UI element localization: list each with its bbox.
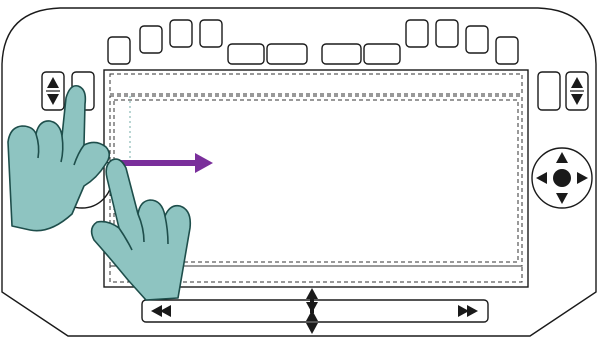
swipe-right-arrow (120, 153, 213, 173)
triangle-down-icon (47, 94, 59, 105)
screen-outer (103, 69, 529, 288)
rewind-icon[interactable] (151, 305, 171, 317)
bottom-bar (141, 288, 489, 334)
top-button[interactable] (139, 25, 163, 54)
top-button[interactable] (495, 36, 519, 65)
holding-hand-icon (7, 84, 111, 232)
fast-forward-icon[interactable] (458, 305, 478, 317)
swiping-hand-icon (90, 158, 192, 301)
top-button[interactable] (405, 19, 429, 48)
device-outline (1, 7, 597, 337)
left-scroll-button[interactable] (41, 71, 65, 111)
top-button-group-right (321, 19, 519, 65)
filled-circle-icon (553, 169, 571, 187)
dpad-up-icon[interactable] (556, 152, 568, 163)
top-button[interactable] (107, 36, 131, 65)
dpad-right-icon[interactable] (577, 172, 588, 184)
top-wide-button[interactable] (363, 43, 401, 65)
right-scroll-button[interactable] (565, 71, 589, 111)
dpad-down-icon[interactable] (556, 193, 568, 204)
top-wide-button[interactable] (227, 43, 265, 65)
top-button[interactable] (465, 25, 489, 54)
triangle-up-icon (571, 77, 583, 88)
triangle-down-icon (571, 94, 583, 105)
top-button[interactable] (435, 19, 459, 48)
top-wide-button[interactable] (266, 43, 308, 65)
top-button[interactable] (199, 19, 223, 48)
vertical-resize-icon[interactable] (306, 288, 318, 334)
bottom-status-strip (109, 265, 523, 283)
right-side-buttons (537, 71, 589, 111)
top-wide-button[interactable] (321, 43, 362, 65)
dpad-ring (531, 147, 593, 209)
top-button-group-left (107, 19, 308, 65)
right-side-button[interactable] (537, 71, 561, 111)
top-status-strip (109, 73, 523, 95)
bottom-scroll-bar[interactable] (141, 299, 489, 323)
dpad-left-icon[interactable] (536, 172, 547, 184)
top-button[interactable] (169, 19, 193, 48)
right-dpad[interactable] (531, 147, 593, 209)
triangle-up-icon (47, 77, 59, 88)
